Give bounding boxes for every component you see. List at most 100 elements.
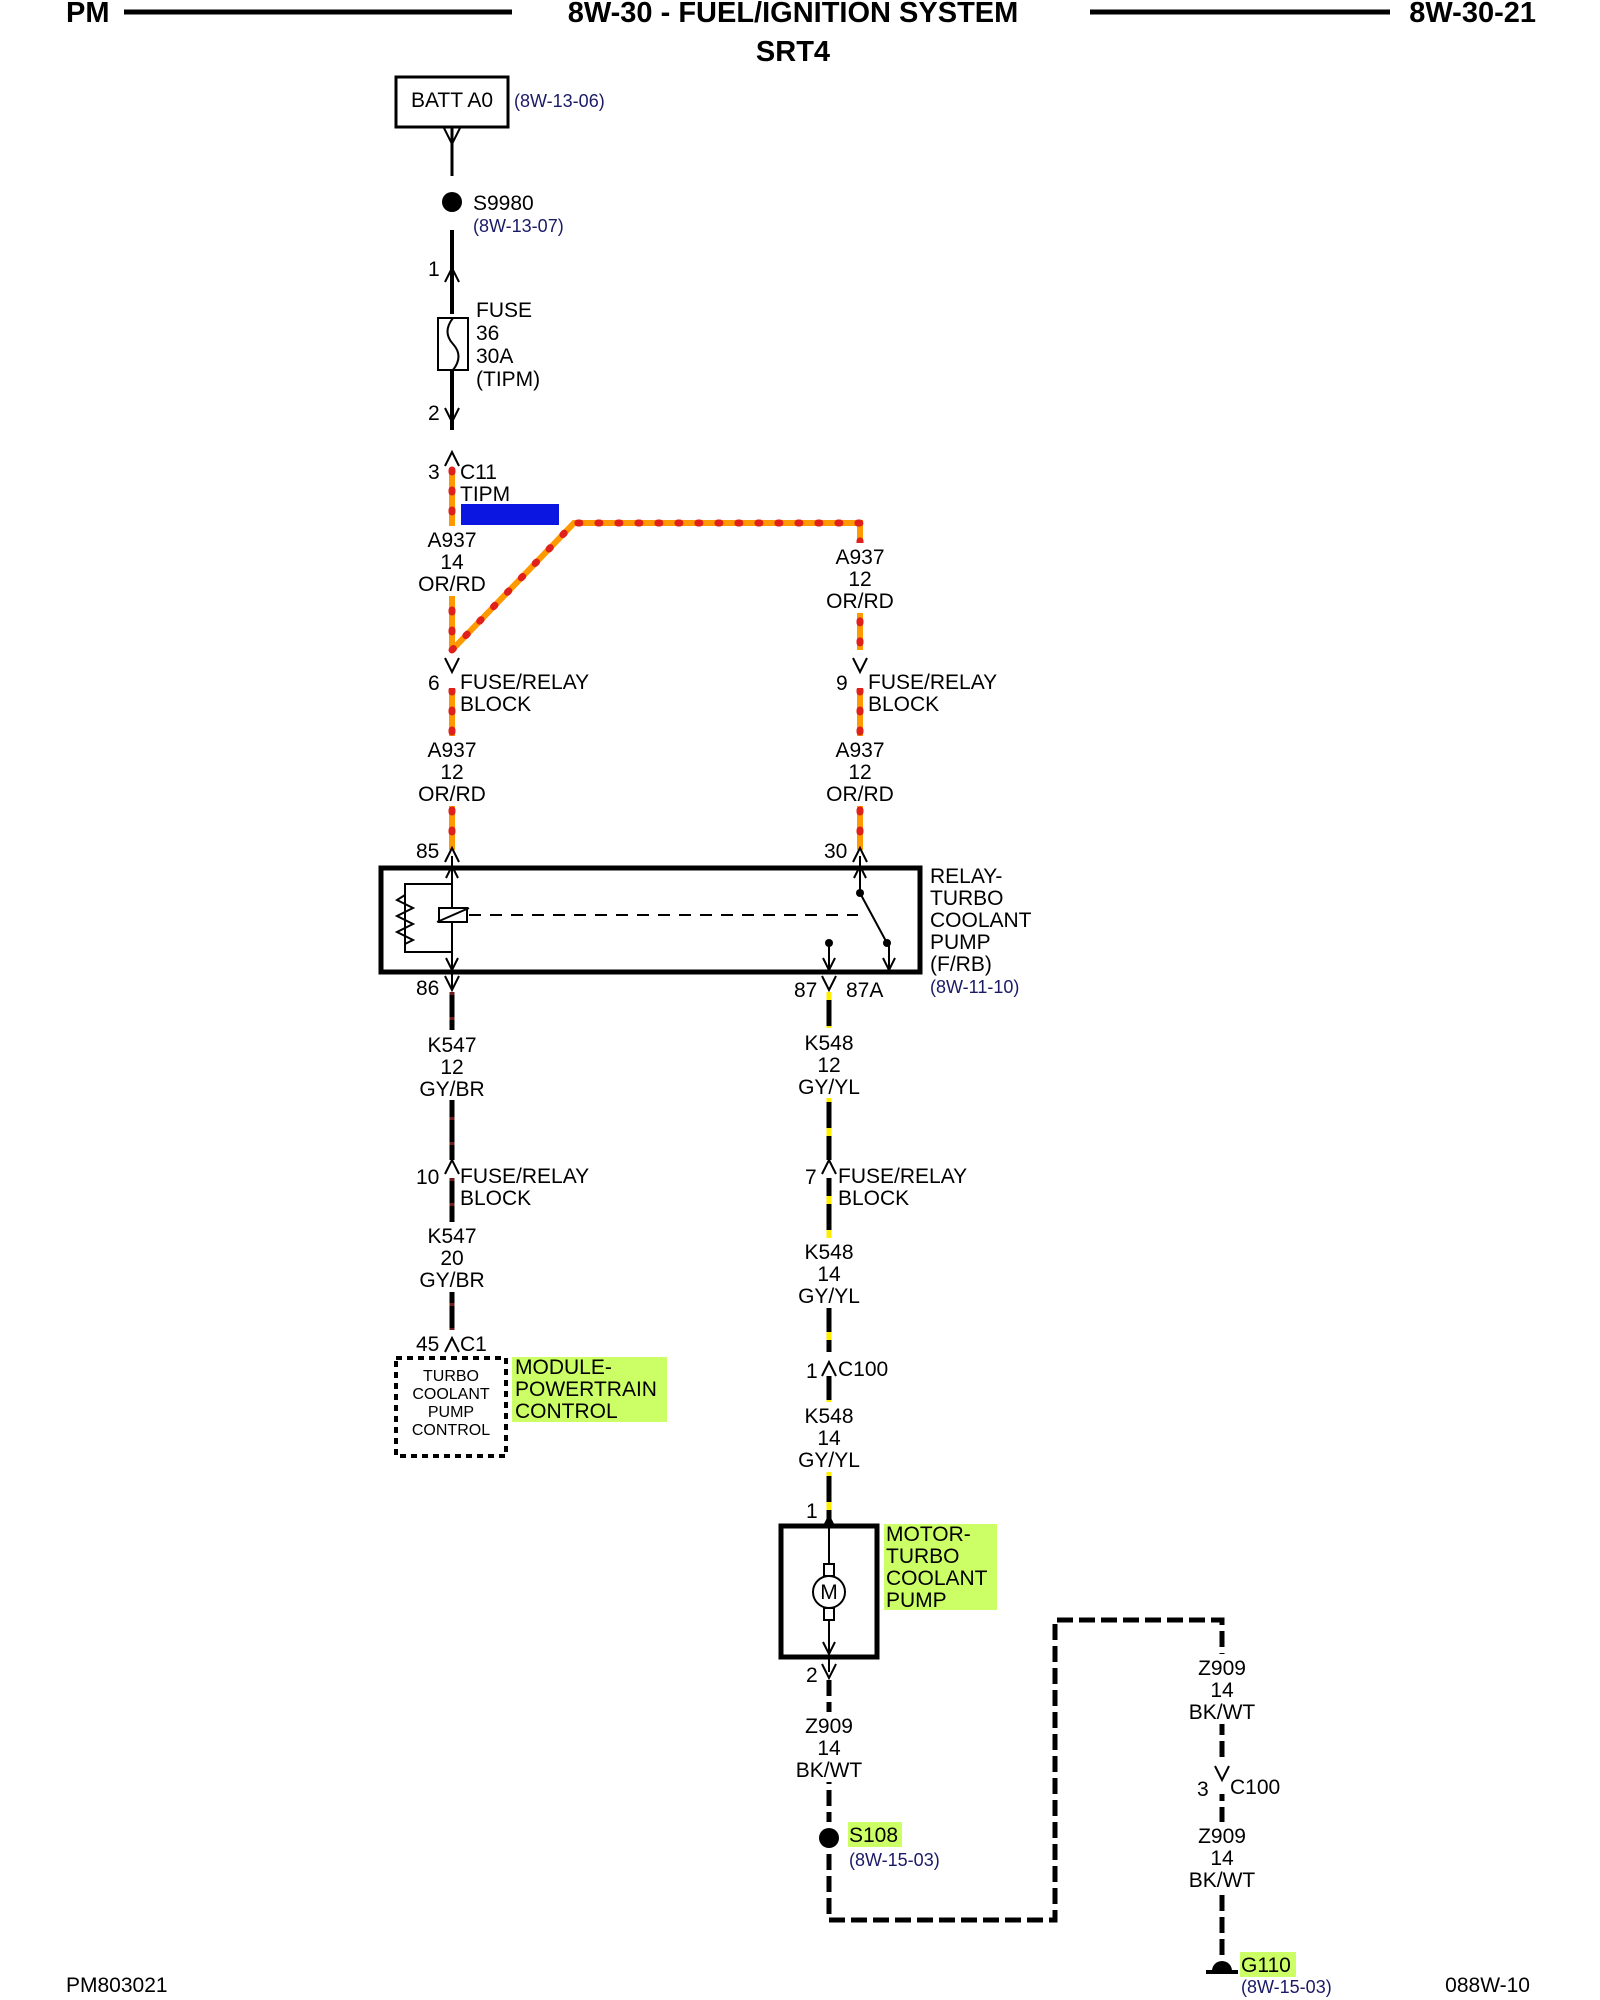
pcm-label-highlight: [512, 1357, 667, 1422]
motor-l3: COOLANT: [886, 1567, 988, 1590]
motor-symbol: M: [820, 1581, 838, 1604]
relay-ref: (8W-11-10): [930, 977, 1019, 997]
a937-14-gauge: 14: [440, 551, 464, 574]
a937-12r2-label-bg: [828, 736, 892, 806]
k548-14b-label-bg: [797, 1402, 861, 1472]
frb9-connector-mark: [852, 657, 868, 675]
a937-12r-id: A937: [835, 546, 884, 569]
highlight-marker: [461, 504, 559, 525]
relay-l5: (F/RB): [930, 953, 992, 976]
frb10-l1: FUSE/RELAY: [460, 1165, 589, 1188]
c100a-connector-mark: [821, 1359, 837, 1377]
header-left: PM: [66, 0, 110, 29]
g110-ref: (8W-15-03): [1241, 1977, 1332, 1997]
header-subtitle: SRT4: [756, 36, 830, 68]
frb7-l2: BLOCK: [838, 1187, 909, 1210]
motor-l4: PUMP: [886, 1589, 947, 1612]
frb7-l1: FUSE/RELAY: [838, 1165, 967, 1188]
s108-ref: (8W-15-03): [849, 1850, 940, 1870]
z909-b-color: BK/WT: [1189, 1701, 1256, 1724]
k547-12-gauge: 12: [440, 1056, 463, 1079]
a937-12r-gauge: 12: [848, 568, 871, 591]
fuse-element-icon: [446, 317, 460, 371]
k548-12-color: GY/YL: [798, 1076, 860, 1099]
k548-14b-gauge: 14: [817, 1427, 841, 1450]
fuse-pin-out: 2: [428, 402, 440, 425]
s108-label-highlight: [848, 1822, 902, 1847]
z909-a-label-bg: [797, 1712, 861, 1782]
c100b-connector-mark: [1214, 1765, 1230, 1783]
relay-86-mark: [444, 975, 460, 993]
z909-b-id: Z909: [1198, 1657, 1246, 1680]
wire-a937-tracer: [448, 466, 864, 854]
relay-30-arrow: [853, 863, 867, 879]
a937-14-color: OR/RD: [418, 573, 486, 596]
motor-pin2: 2: [806, 1664, 818, 1687]
batt-connector-mark: [443, 127, 461, 147]
a937-12r-color: OR/RD: [826, 590, 894, 613]
relay-pin-87: 87: [794, 979, 817, 1002]
motor-label-highlight: [884, 1524, 997, 1610]
relay-87a-arrow: [882, 957, 896, 973]
frb10-pin: 10: [416, 1166, 439, 1189]
a937-12r2-color: OR/RD: [826, 783, 894, 806]
batt-ref: (8W-13-06): [514, 91, 605, 111]
pcm-b2: COOLANT: [412, 1386, 490, 1403]
c100a-label: C100: [838, 1358, 888, 1381]
wire-a937-orange: [449, 470, 863, 850]
k548-12-label-bg: [797, 1028, 861, 1098]
frb9-pin: 9: [836, 672, 848, 695]
relay-l1: RELAY-: [930, 865, 1002, 888]
c11-l2: TIPM: [460, 483, 510, 506]
k547-20-id: K547: [427, 1225, 476, 1248]
fuse-pin-in-mark: [444, 265, 460, 283]
s108-label: S108: [849, 1824, 898, 1847]
s9980-splice-dot: [442, 192, 462, 212]
z909-a-gauge: 14: [817, 1737, 841, 1760]
frb10-gap: [444, 1160, 460, 1178]
wire-z909-ground: [826, 1617, 1225, 1960]
relay-coil-arrow-top: [445, 863, 459, 879]
pcm-l3: CONTROL: [515, 1400, 618, 1423]
relay-coil-slash: [436, 907, 470, 923]
a937-12l2-id: A937: [427, 739, 476, 762]
relay-pin-30: 30: [824, 840, 847, 863]
fuse-l3: 30A: [476, 345, 513, 368]
pcm-b4: CONTROL: [412, 1422, 490, 1439]
frb6-connector-mark: [444, 657, 460, 675]
k547-12-color: GY/BR: [419, 1078, 484, 1101]
k547-20-gauge: 20: [440, 1247, 463, 1270]
z909-c-color: BK/WT: [1189, 1869, 1256, 1892]
k547-20-color: GY/BR: [419, 1269, 484, 1292]
s9980-label: S9980: [473, 192, 534, 215]
relay-30-mark: [852, 845, 868, 863]
circuit-a937: [448, 466, 864, 854]
z909-c-gauge: 14: [1210, 1847, 1234, 1870]
motor-brush-bottom: [823, 1607, 835, 1621]
frb7-gap: [821, 1160, 837, 1178]
k547-20-label-bg: [420, 1222, 484, 1292]
c11-pin: 3: [428, 461, 440, 484]
frb10-connector-mark: [444, 1157, 460, 1175]
relay-87-arrow: [822, 957, 836, 973]
motor-l2: TURBO: [886, 1545, 960, 1568]
z909-b-gauge: 14: [1210, 1679, 1234, 1702]
a937-14-id: A937: [427, 529, 476, 552]
relay-resistor-icon: [394, 894, 416, 945]
k548-14a-label-bg: [797, 1238, 861, 1308]
fuse-l4: (TIPM): [476, 368, 540, 391]
z909-c-label-bg: [1190, 1822, 1254, 1892]
pcm-box: [394, 1356, 508, 1458]
k548-14a-gauge: 14: [817, 1263, 841, 1286]
a937-12l2-gauge: 12: [440, 761, 463, 784]
pcm-b3: PUMP: [428, 1404, 474, 1421]
k548-12-gauge: 12: [817, 1054, 840, 1077]
relay-box: [378, 865, 923, 975]
k547-12-label-bg: [420, 1030, 484, 1100]
relay-85-mark: [444, 845, 460, 863]
fuse-l2: 36: [476, 322, 499, 345]
z909-c-id: Z909: [1198, 1825, 1246, 1848]
motor-pin1-arrow: [822, 1513, 836, 1529]
frb7-pin: 7: [805, 1166, 817, 1189]
c11-connector-mark: [444, 449, 460, 467]
